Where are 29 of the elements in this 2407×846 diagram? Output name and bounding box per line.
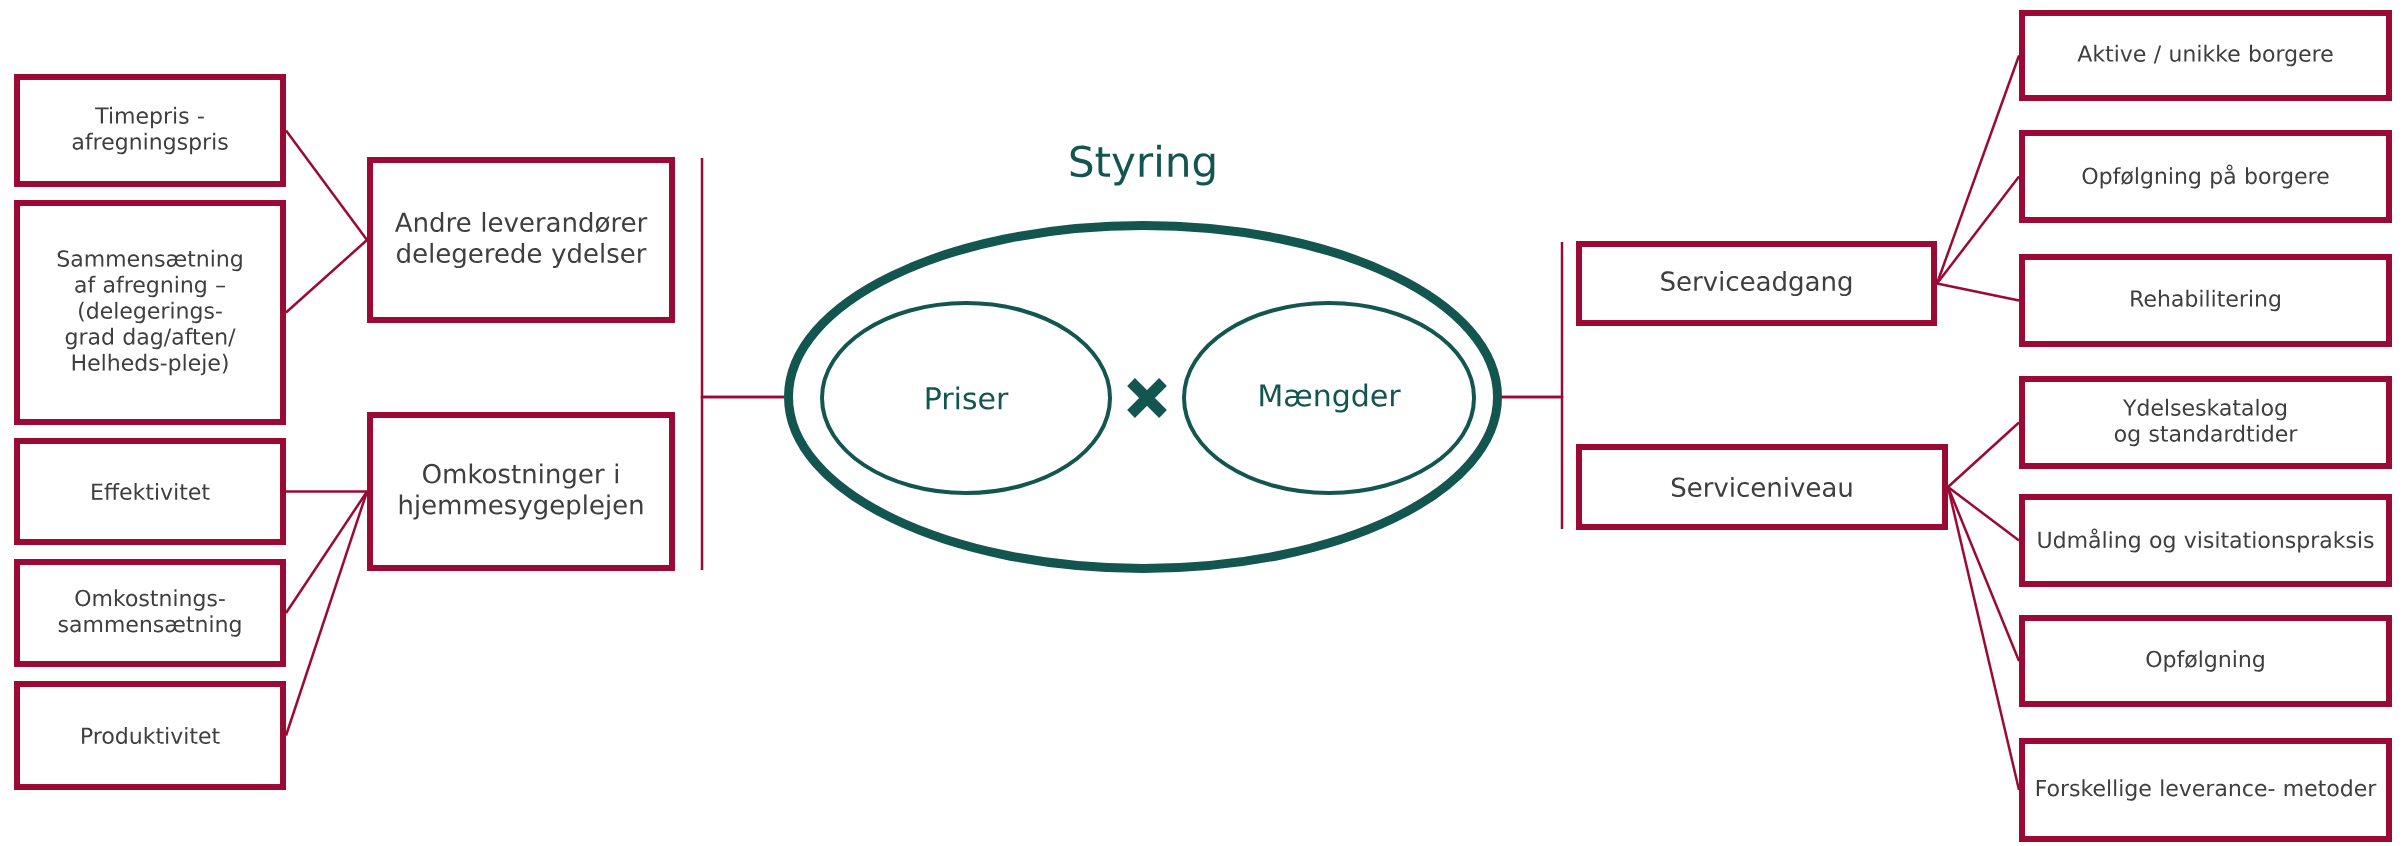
item-box: Sammensætning af afregning – (delegerings-grad dag/aften/ Helheds-pleje) <box>14 200 286 425</box>
category-box: Serviceniveau <box>1576 444 1948 530</box>
connector-line <box>285 239 368 314</box>
item-box: Opfølgning <box>2019 615 2392 707</box>
connector-line <box>1947 421 2020 488</box>
connector-line <box>1947 486 2020 542</box>
item-box: Forskellige leverance- metoder <box>2019 738 2392 842</box>
item-box: Timepris - afregningspris <box>14 74 286 187</box>
connector-line <box>1935 55 2021 284</box>
bracket-connector <box>700 395 784 570</box>
category-box: Omkostninger i hjemmesygeplejen <box>367 412 675 571</box>
item-box: Aktive / unikke borgere <box>2019 10 2392 101</box>
ellipse-heading: Styring <box>1070 144 1215 186</box>
item-box: Udmåling og visitationspraksis <box>2019 494 2392 587</box>
item-box: Rehabilitering <box>2019 254 2392 347</box>
category-box: Serviceadgang <box>1576 241 1937 326</box>
connector-line <box>285 129 369 241</box>
item-box: Effektivitet <box>14 438 286 545</box>
bracket-connector <box>1502 395 1564 529</box>
item-box: Opfølgning på borgere <box>2019 130 2392 223</box>
connector-line <box>1946 486 2021 662</box>
item-box: Omkostnings- sammensætning <box>14 559 286 667</box>
connector-line <box>284 491 369 736</box>
connector-line <box>1936 282 2020 302</box>
item-box: Ydelseskatalog og standardtider <box>2019 376 2392 469</box>
item-box: Produktivitet <box>14 681 286 790</box>
category-box: Andre leverandører delegerede ydelser <box>367 157 675 323</box>
connector-line <box>1936 175 2020 285</box>
connector-line <box>286 490 367 493</box>
